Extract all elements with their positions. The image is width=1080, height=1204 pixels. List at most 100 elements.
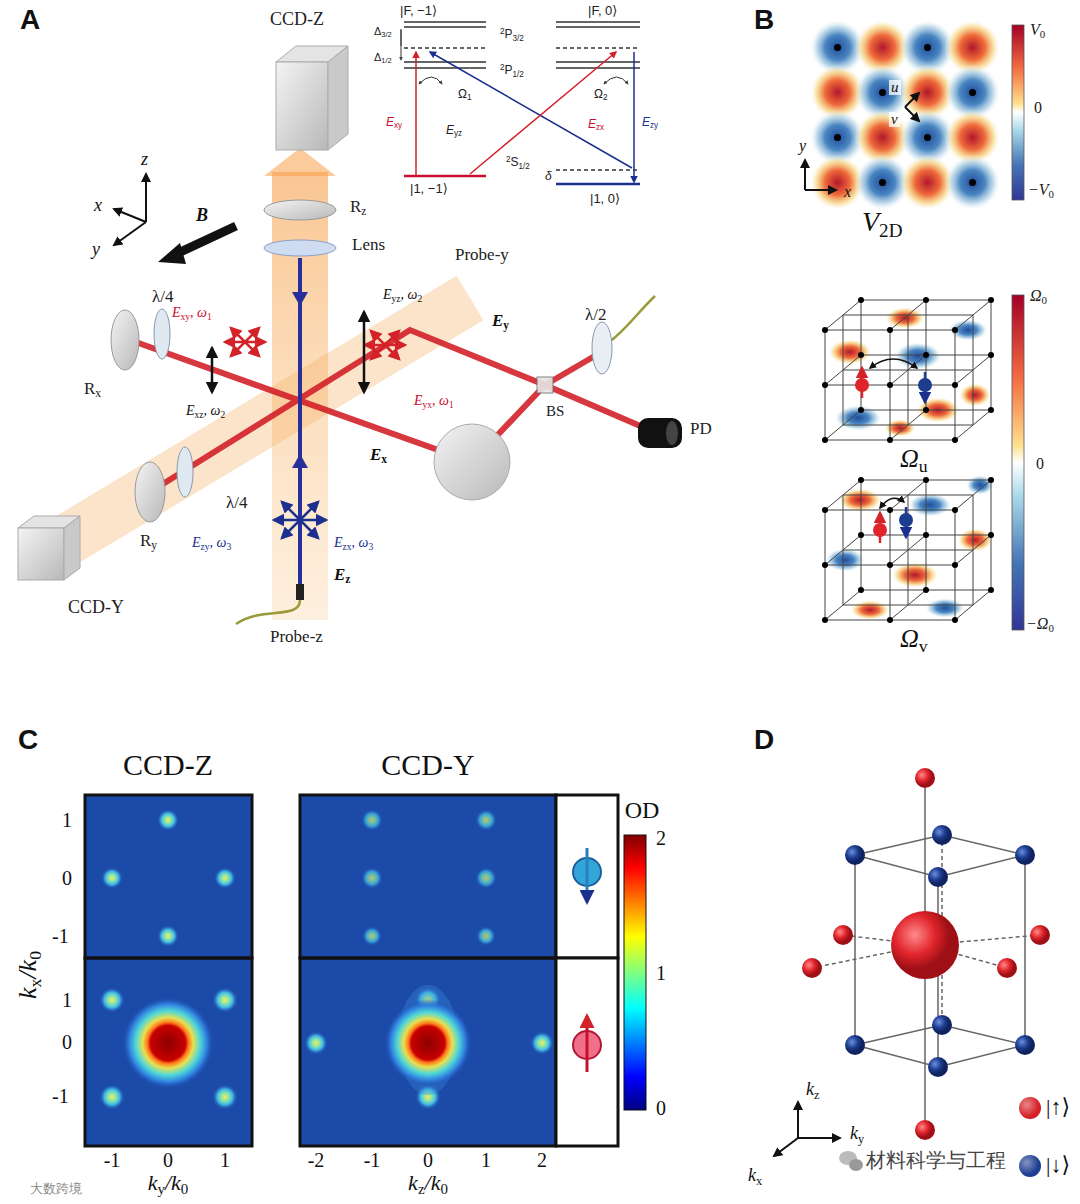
figure-label: Ex <box>370 446 387 466</box>
figure-label: D <box>754 726 774 754</box>
optics-rect <box>638 418 682 448</box>
subscript: u <box>919 456 928 476</box>
figure-label: 0 <box>62 868 72 888</box>
figure-label: 0 <box>62 1032 72 1052</box>
image-frames-rect <box>556 795 618 958</box>
figure-label: z <box>141 150 148 168</box>
spin-icons <box>573 848 601 1072</box>
level-diagram-path <box>470 52 616 174</box>
figure-label: 1 <box>62 990 72 1010</box>
spin-markers-path <box>870 359 917 368</box>
absorption-images-g-circle <box>475 809 497 831</box>
figure-label: 2P3/2 <box>500 28 524 43</box>
subscript: 1 <box>467 93 472 102</box>
superscript: 2 <box>500 63 505 72</box>
figure-label: x <box>94 196 102 214</box>
image-frames-rect <box>556 958 618 1146</box>
figure-label: 2 <box>656 828 666 848</box>
figure-label: 0 <box>163 1150 173 1170</box>
optics-ellipse <box>154 309 170 359</box>
polarization-arrows-g-path <box>282 502 318 538</box>
axes-and-field-path <box>114 222 146 245</box>
figure-label: CCD-Y <box>381 750 474 780</box>
absorption-images-circle <box>384 999 472 1087</box>
subscript: yx <box>423 400 433 410</box>
subscript: 0 <box>1040 28 1045 40</box>
probe-z-beam-path <box>236 600 300 624</box>
figure-label: Ω0 <box>1030 288 1047 306</box>
figure-label: Ezy <box>642 116 658 131</box>
probe-beams <box>47 148 484 620</box>
absorption-images-circle <box>122 997 214 1089</box>
axes-and-field-path <box>176 226 236 254</box>
legend-text: |↑⟩ <box>1046 1096 1070 1118</box>
raman-blobs-u-ellipse <box>959 383 991 407</box>
absorption-images-circle <box>530 1031 554 1055</box>
lattice-cube-path <box>825 300 991 440</box>
subscript: 0 <box>1048 622 1053 634</box>
subscript: x <box>381 453 387 466</box>
figure-label: A <box>20 6 40 34</box>
optics-circle <box>434 424 510 500</box>
subscript: z <box>345 573 350 586</box>
spin-markers-path <box>879 513 882 543</box>
figure-label: Rx <box>84 380 101 400</box>
absorption-images-g-circle <box>361 809 383 831</box>
level-diagram-path <box>419 77 442 84</box>
momentum-spheres-circle <box>932 1015 952 1035</box>
superscript: 2 <box>500 27 505 36</box>
subscript: zy <box>201 542 210 552</box>
colorbar <box>1012 295 1024 630</box>
watermark-icon-ellipse <box>849 1159 863 1171</box>
subscript: 0 <box>25 951 45 960</box>
figure-label: Ω1 <box>458 88 472 103</box>
polarization-arrows <box>212 312 405 538</box>
figure-label: Eyz <box>446 124 462 139</box>
camera-boxes-rect <box>276 62 328 150</box>
spin-markers-path <box>880 498 904 508</box>
figure-label: V0 <box>1030 22 1045 40</box>
figure-label: OD <box>625 798 660 822</box>
level-diagram <box>401 22 640 184</box>
figure-label: |1, −1⟩ <box>410 182 448 195</box>
level-diagram-path <box>415 52 417 176</box>
legend-swatch <box>1019 1097 1041 1119</box>
optics-ellipse <box>177 447 193 497</box>
optics-ellipse <box>264 200 336 220</box>
figure-label: 2 <box>537 1150 547 1170</box>
subscript: 1/2 <box>519 162 530 171</box>
figure-label: −Ω0 <box>1026 616 1054 634</box>
camera-boxes-polygon <box>64 516 80 580</box>
absorption-images-g <box>361 809 497 946</box>
subscript: xz <box>195 410 204 420</box>
subscript: 2 <box>220 410 225 420</box>
camera-boxes-polygon <box>328 46 348 150</box>
k-axes-path <box>797 1102 799 1138</box>
k-axes-path <box>774 1138 798 1156</box>
spin-markers-path <box>905 507 908 537</box>
figure-label: Ey <box>492 312 509 332</box>
subscript: 3/2 <box>381 30 391 39</box>
momentum-spheres-circle <box>845 845 865 865</box>
absorption-images-circle <box>157 809 179 831</box>
figure-label: kx/k0 <box>15 951 45 999</box>
figure-label: y <box>799 138 806 154</box>
absorption-images-circle <box>157 925 179 947</box>
raman-blobs-u-ellipse <box>894 342 942 370</box>
spin-markers-path <box>924 372 927 402</box>
raman-blobs-v-ellipse <box>908 493 952 517</box>
figure-label: 0 <box>1034 100 1042 116</box>
figure-label: Probe-y <box>455 246 509 263</box>
figure-label: 0 <box>656 1098 666 1118</box>
momentum-spheres-circle <box>928 867 948 887</box>
figure-label: 1 <box>220 1150 230 1170</box>
subscript: v <box>919 636 928 656</box>
figure-label: Probe-z <box>270 628 323 645</box>
figure-label: B <box>196 206 208 224</box>
lattice-cube-g <box>825 300 991 440</box>
figure-label: Ω2 <box>594 88 608 103</box>
image-frames <box>85 795 618 1146</box>
subscript: 2 <box>417 294 422 304</box>
